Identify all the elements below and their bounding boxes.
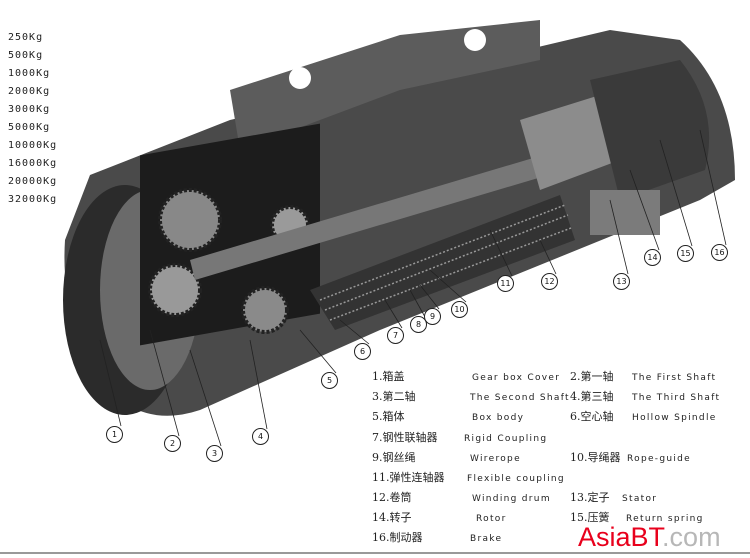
legend-zh: 14.转子 xyxy=(372,511,412,524)
callout-11: 11 xyxy=(497,275,514,292)
brand-suffix: .com xyxy=(662,522,721,552)
legend-en: Stator xyxy=(622,494,658,504)
callout-5: 5 xyxy=(321,372,338,389)
legend-en: Wirerope xyxy=(470,454,521,464)
callout-10: 10 xyxy=(451,301,468,318)
callout-12: 12 xyxy=(541,273,558,290)
legend-zh: 13.定子 xyxy=(570,491,610,504)
motor-rotor xyxy=(520,95,620,190)
callout-13: 13 xyxy=(613,273,630,290)
terminal-box xyxy=(590,190,660,235)
capacity-item: 1000Kg xyxy=(8,68,51,79)
winding-drum xyxy=(310,195,575,330)
top-bracket xyxy=(230,20,540,150)
legend-zh: 11.弹性连轴器 xyxy=(372,471,445,484)
legend-en: Box body xyxy=(472,413,525,423)
callout-1: 1 xyxy=(106,426,123,443)
callout-8: 8 xyxy=(410,316,427,333)
legend-zh: 6.空心轴 xyxy=(570,410,614,423)
brand-name: AsiaBT xyxy=(578,522,663,552)
legend-en: Flexible coupling xyxy=(467,474,565,484)
callout-16: 16 xyxy=(711,244,728,261)
capacity-item: 5000Kg xyxy=(8,122,51,133)
capacity-item: 10000Kg xyxy=(8,140,58,151)
callout-4: 4 xyxy=(252,428,269,445)
legend-zh: 9.钢丝绳 xyxy=(372,451,416,464)
callout-14: 14 xyxy=(644,249,661,266)
capacity-item: 20000Kg xyxy=(8,176,58,187)
legend-zh: 4.第三轴 xyxy=(570,390,614,403)
main-shaft xyxy=(190,150,565,280)
legend-en: Rope-guide xyxy=(627,454,692,464)
legend-en: Rigid Coupling xyxy=(464,434,548,444)
capacity-item: 32000Kg xyxy=(8,194,58,205)
callout-3: 3 xyxy=(206,445,223,462)
capacity-item: 250Kg xyxy=(8,32,44,43)
callout-2: 2 xyxy=(164,435,181,452)
legend-zh: 2.第一轴 xyxy=(570,370,614,383)
legend-en: The Third Shaft xyxy=(632,393,721,403)
gear xyxy=(158,188,222,252)
legend-en: Brake xyxy=(470,534,503,544)
legend-en: Rotor xyxy=(476,514,507,524)
legend-zh: 15.压簧 xyxy=(570,511,610,524)
callout-9: 9 xyxy=(424,308,441,325)
brand-logo: AsiaBT.com xyxy=(578,522,721,553)
capacity-item: 3000Kg xyxy=(8,104,51,115)
bottom-divider xyxy=(0,552,750,554)
gear xyxy=(241,286,289,334)
legend-zh: 5.箱体 xyxy=(372,410,405,423)
callout-7: 7 xyxy=(387,327,404,344)
legend-en: Winding drum xyxy=(472,494,551,504)
legend-zh: 16.制动器 xyxy=(372,531,423,544)
gear xyxy=(148,263,202,317)
motor-stator xyxy=(590,60,710,200)
capacity-list: 250Kg 500Kg 1000Kg 2000Kg 3000Kg 5000Kg … xyxy=(8,29,57,209)
legend-en: Gear box Cover xyxy=(472,373,561,383)
legend-zh: 3.第二轴 xyxy=(372,390,416,403)
callout-15: 15 xyxy=(677,245,694,262)
callout-6: 6 xyxy=(354,343,371,360)
capacity-item: 2000Kg xyxy=(8,86,51,97)
legend-zh: 1.箱盖 xyxy=(372,370,405,383)
legend-en: The First Shaft xyxy=(632,373,717,383)
capacity-item: 500Kg xyxy=(8,50,44,61)
legend-zh: 7.钢性联轴器 xyxy=(372,431,438,444)
legend-zh: 12.卷筒 xyxy=(372,491,412,504)
legend-en: Return spring xyxy=(626,514,704,524)
legend-zh: 10.导绳器 xyxy=(570,451,621,464)
legend-en: The Second Shaft xyxy=(470,393,570,403)
capacity-item: 16000Kg xyxy=(8,158,58,169)
leader-lines xyxy=(99,129,727,447)
legend-en: Hollow Spindle xyxy=(632,413,717,423)
